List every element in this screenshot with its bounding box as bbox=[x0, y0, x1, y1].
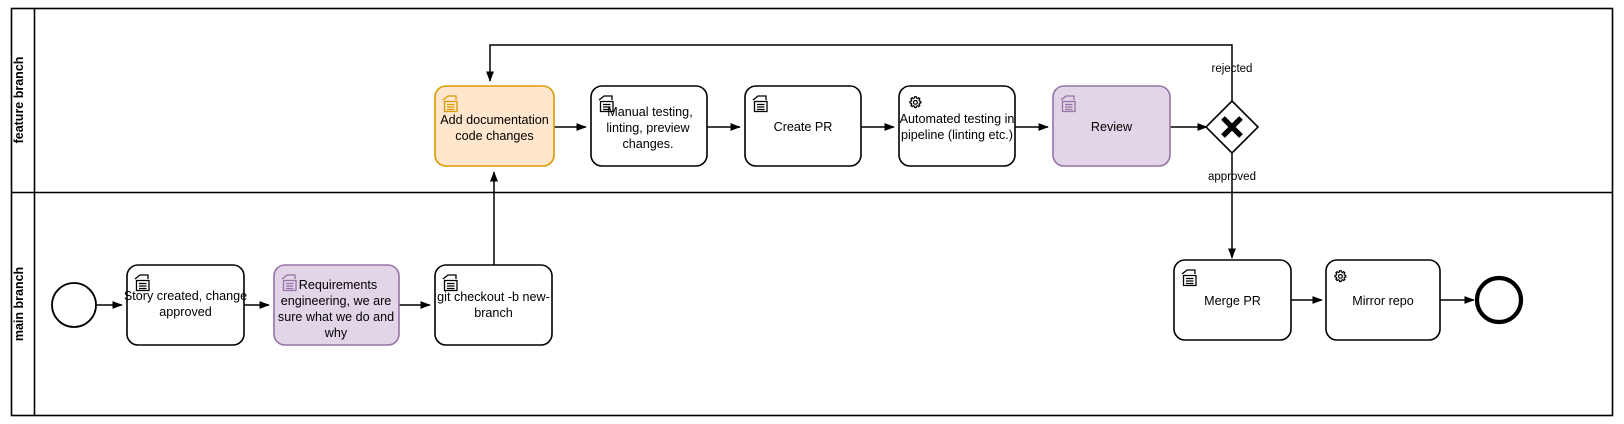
task-mirror-repo-shape[interactable] bbox=[1325, 259, 1441, 341]
end-event-circle[interactable] bbox=[1474, 275, 1524, 325]
task-automated-testing-label-line-1: Automated testing in bbox=[900, 112, 1015, 126]
manual-task-icon bbox=[598, 95, 614, 113]
task-add-documentation-label-line-2: code changes bbox=[455, 129, 533, 143]
manual-task-icon bbox=[752, 95, 768, 113]
pool: feature branch main branch bbox=[10, 7, 1614, 417]
task-add-documentation-shape[interactable] bbox=[434, 85, 555, 167]
task-automated-testing-shape[interactable] bbox=[898, 85, 1016, 167]
service-task-gear-icon bbox=[1334, 270, 1347, 283]
task-git-checkout[interactable]: git checkout -b new- branch bbox=[434, 264, 553, 346]
manual-task-icon bbox=[442, 274, 458, 292]
flow-label-approved: approved bbox=[1208, 171, 1256, 183]
task-requirements-engineering-label-line-1: Requirements bbox=[299, 278, 377, 292]
task-merge-pr-shape[interactable] bbox=[1173, 259, 1292, 341]
task-requirements-engineering-label-line-4: why bbox=[324, 326, 348, 340]
lane-label-main-branch: main branch bbox=[12, 267, 26, 341]
task-create-pr-label: Create PR bbox=[774, 120, 833, 134]
task-create-pr-shape[interactable] bbox=[744, 85, 862, 167]
task-story-created-label-line-1: Story created, change bbox=[124, 289, 247, 303]
lane-feature-branch: feature branch bbox=[12, 57, 26, 144]
task-automated-testing[interactable]: Automated testing in pipeline (linting e… bbox=[898, 85, 1016, 167]
task-review-label: Review bbox=[1091, 120, 1133, 134]
task-add-documentation[interactable]: Add documentation code changes bbox=[434, 85, 555, 167]
task-manual-testing[interactable]: Manual testing, linting, preview changes… bbox=[590, 85, 708, 167]
task-manual-testing-label-line-2: linting, preview bbox=[606, 121, 690, 135]
sequence-flows: rejected approved bbox=[96, 44, 1475, 309]
task-requirements-engineering-label-line-3: sure what we do and bbox=[278, 310, 394, 324]
task-manual-testing-label-line-3: changes. bbox=[622, 137, 673, 151]
lane-main-branch: main branch bbox=[12, 267, 26, 341]
manual-task-icon bbox=[134, 274, 150, 292]
start-event[interactable] bbox=[51, 282, 97, 328]
task-git-checkout-label-line-2: branch bbox=[474, 306, 513, 320]
task-requirements-engineering[interactable]: Requirements engineering, we are sure wh… bbox=[273, 264, 400, 346]
task-review[interactable]: Review bbox=[1052, 85, 1171, 167]
task-mirror-repo[interactable]: Mirror repo bbox=[1325, 259, 1441, 341]
task-requirements-engineering-shape[interactable] bbox=[273, 264, 400, 346]
task-automated-testing-label-line-2: pipeline (linting etc.) bbox=[901, 128, 1013, 142]
task-story-created-shape[interactable] bbox=[126, 264, 245, 346]
task-merge-pr-label: Merge PR bbox=[1204, 294, 1261, 308]
task-add-documentation-label-line-1: Add documentation bbox=[440, 113, 549, 127]
exclusive-gateway-review-decision[interactable] bbox=[1204, 99, 1260, 155]
lane-label-feature-branch: feature branch bbox=[12, 57, 26, 144]
task-story-created[interactable]: Story created, change approved bbox=[124, 264, 247, 346]
task-manual-testing-shape[interactable] bbox=[590, 85, 708, 167]
task-git-checkout-label-line-1: git checkout -b new- bbox=[437, 290, 550, 304]
start-event-circle[interactable] bbox=[51, 282, 97, 328]
task-mirror-repo-label: Mirror repo bbox=[1352, 294, 1414, 308]
end-event[interactable] bbox=[1474, 275, 1524, 325]
task-create-pr[interactable]: Create PR bbox=[744, 85, 862, 167]
flow-label-rejected: rejected bbox=[1212, 63, 1253, 75]
gateway-x-icon bbox=[1221, 116, 1243, 138]
manual-task-icon bbox=[442, 95, 458, 113]
manual-task-icon bbox=[281, 274, 297, 292]
manual-task-icon bbox=[1060, 95, 1076, 113]
task-requirements-engineering-label-line-2: engineering, we are bbox=[281, 294, 392, 308]
task-git-checkout-shape[interactable] bbox=[434, 264, 553, 346]
service-task-gear-icon bbox=[909, 96, 922, 109]
pool-border bbox=[10, 7, 1614, 417]
task-manual-testing-label-line-1: Manual testing, bbox=[607, 105, 692, 119]
flow-gateway-rejected-to-add-documentation bbox=[486, 44, 1233, 101]
task-merge-pr[interactable]: Merge PR bbox=[1173, 259, 1292, 341]
manual-task-icon bbox=[1181, 269, 1197, 287]
task-story-created-label-line-2: approved bbox=[159, 305, 212, 319]
task-review-shape[interactable] bbox=[1052, 85, 1171, 167]
